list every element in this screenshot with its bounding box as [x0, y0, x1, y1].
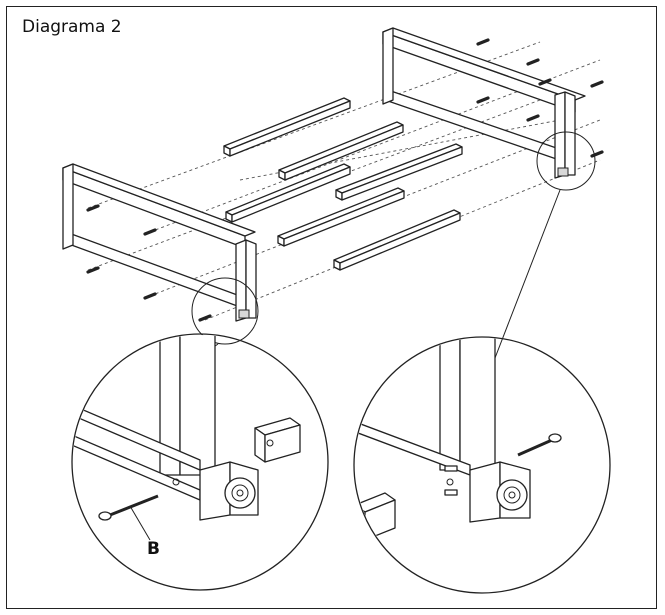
left-end-frame	[62, 163, 257, 322]
diagram-title: Diagrama 2	[22, 17, 122, 37]
left-detail-view	[71, 333, 329, 591]
cross-bars	[223, 97, 463, 271]
right-end-frame	[382, 27, 586, 179]
right-detail-view	[353, 336, 611, 594]
bolts	[86, 38, 604, 322]
detail-markers	[191, 131, 596, 361]
hardware-callout-label: B	[147, 539, 160, 559]
